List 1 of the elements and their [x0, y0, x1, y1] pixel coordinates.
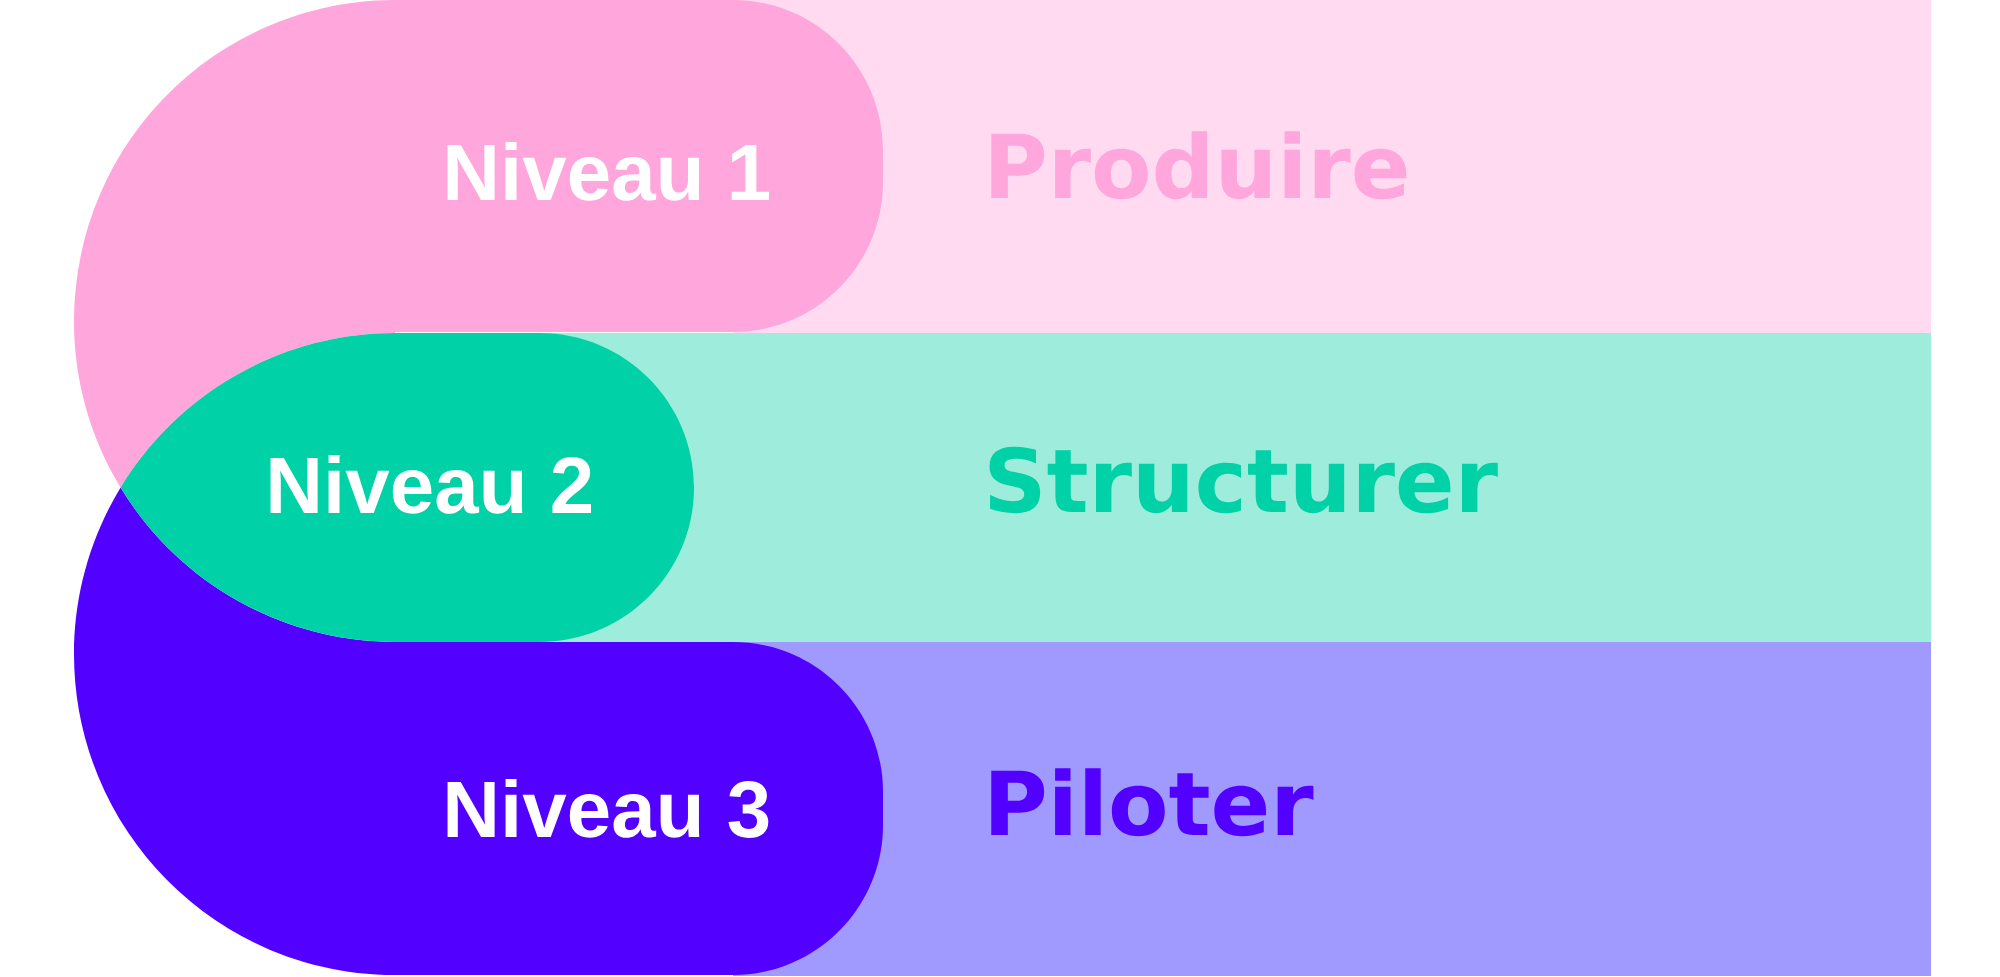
level-pill: Niveau 2	[120, 333, 694, 642]
